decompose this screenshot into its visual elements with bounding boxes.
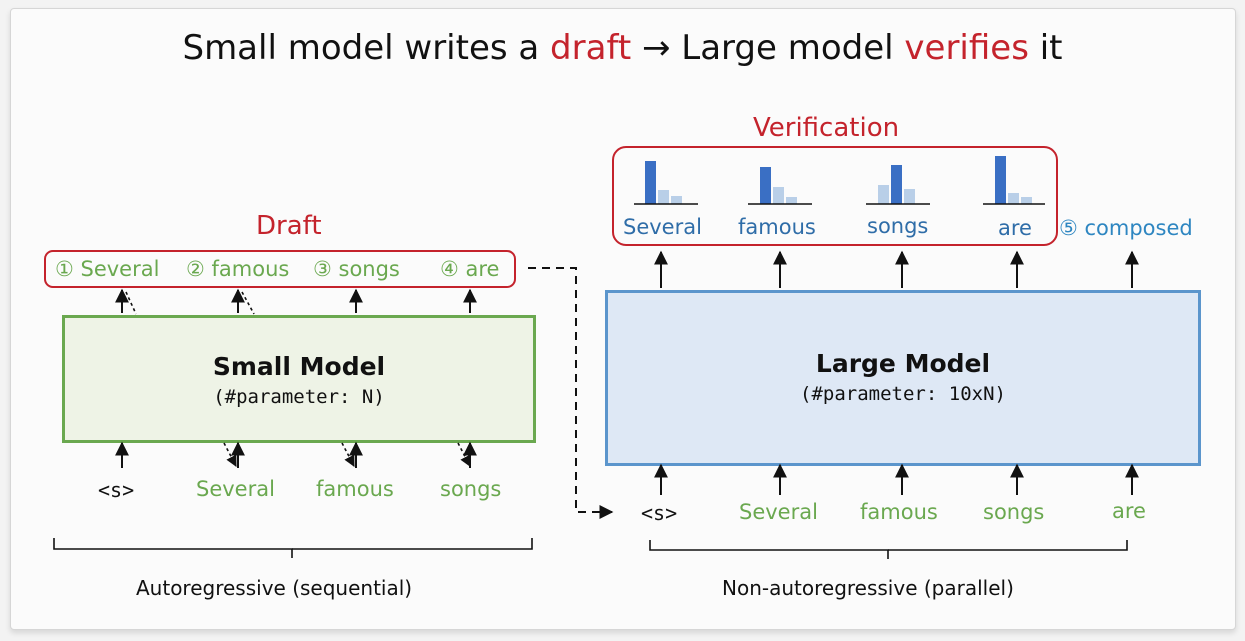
- large-input-are: are: [1112, 499, 1146, 523]
- diagram-title: Small model writes a draft → Large model…: [0, 28, 1245, 68]
- non-autoregressive-brace: [649, 540, 1128, 559]
- verification-label: Verification: [753, 113, 900, 143]
- large-model-name: Large Model: [815, 349, 991, 378]
- small-input-start: <s>: [98, 478, 135, 502]
- large-model-param: (#parameter: 10xN): [800, 383, 1006, 405]
- verification-box: [612, 146, 1058, 246]
- small-feedback-dashes: [223, 442, 471, 467]
- draft-box: [44, 250, 516, 288]
- autoregressive-brace: [53, 538, 533, 558]
- draft-token-1: ① Several: [55, 257, 160, 281]
- large-output-arrows: [654, 250, 1139, 288]
- verify-bars-famous: [748, 167, 812, 205]
- draft-token-2: ② famous: [186, 257, 290, 281]
- title-part5: it: [1028, 28, 1063, 68]
- small-input-several: Several: [196, 477, 275, 501]
- verify-token-several: Several: [623, 215, 702, 239]
- small-input-famous: famous: [316, 477, 394, 501]
- large-input-songs: songs: [983, 500, 1045, 524]
- small-model-box: Small Model (#parameter: N): [62, 315, 536, 443]
- small-model-param: (#parameter: N): [213, 386, 385, 408]
- title-draft-word: draft: [550, 28, 632, 68]
- title-part3: → Large model: [631, 28, 905, 68]
- composed-token: ⑤ composed: [1059, 216, 1193, 240]
- title-verifies-word: verifies: [904, 28, 1029, 68]
- autoregressive-label: Autoregressive (sequential): [136, 576, 413, 600]
- verify-token-are: are: [998, 216, 1032, 240]
- verify-token-songs: songs: [867, 214, 929, 238]
- small-model-name: Small Model: [212, 352, 386, 381]
- draft-token-3: ③ songs: [313, 257, 400, 281]
- verify-bars-are: [983, 156, 1045, 205]
- small-input-songs: songs: [440, 477, 502, 501]
- draft-token-4: ④ are: [440, 257, 500, 281]
- small-output-dashes: [125, 291, 255, 315]
- verify-bars-songs: [866, 165, 930, 205]
- small-input-arrows: [115, 441, 477, 468]
- non-autoregressive-label: Non-autoregressive (parallel): [722, 576, 1014, 600]
- large-input-famous: famous: [860, 500, 938, 524]
- verify-token-famous: famous: [738, 215, 816, 239]
- verify-bars-several: [634, 161, 698, 205]
- large-input-start: <s>: [641, 501, 678, 525]
- draft-to-large-connector: [528, 267, 614, 519]
- large-model-box: Large Model (#parameter: 10xN): [605, 290, 1201, 466]
- large-input-arrows: [654, 463, 1139, 495]
- large-input-several: Several: [739, 500, 818, 524]
- title-part1: Small model writes a: [182, 28, 551, 68]
- draft-label: Draft: [256, 211, 322, 241]
- small-output-arrows: [115, 288, 477, 313]
